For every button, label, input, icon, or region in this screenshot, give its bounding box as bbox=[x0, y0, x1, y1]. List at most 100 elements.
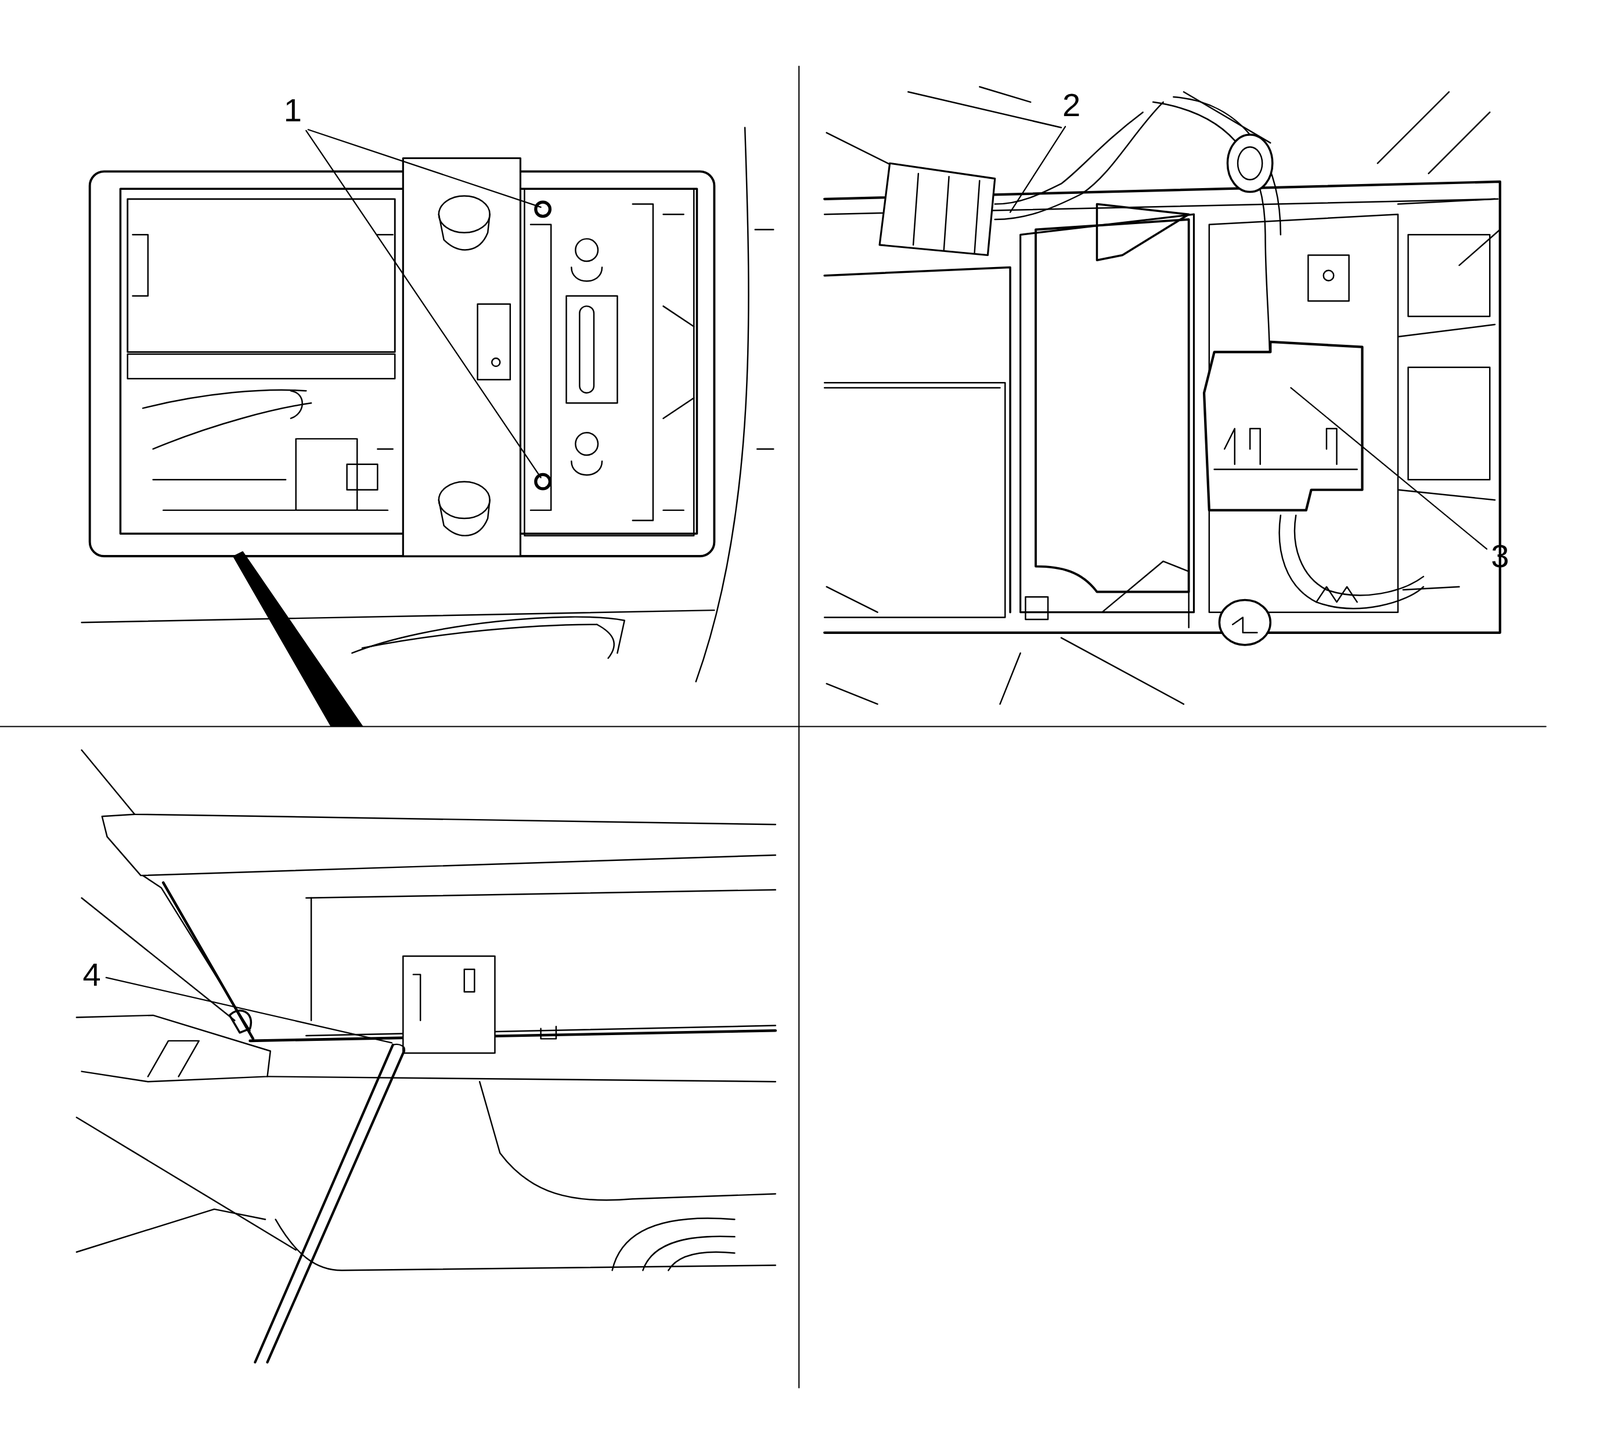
line-art bbox=[308, 129, 542, 208]
line-art bbox=[1403, 586, 1460, 590]
line-art bbox=[89, 171, 715, 557]
line-art bbox=[1408, 234, 1491, 317]
line-art bbox=[81, 750, 776, 825]
line-art bbox=[393, 1044, 405, 1051]
line-art bbox=[305, 889, 776, 899]
line-art bbox=[1224, 428, 1337, 465]
line-art bbox=[491, 358, 500, 367]
line-art bbox=[1173, 96, 1281, 235]
line-art bbox=[1096, 204, 1189, 261]
line-art bbox=[438, 481, 490, 519]
line-art bbox=[305, 130, 541, 478]
line-art bbox=[362, 624, 597, 648]
line-art bbox=[76, 1117, 297, 1250]
line-art bbox=[142, 390, 306, 409]
line-art bbox=[755, 229, 774, 450]
line-art bbox=[1035, 219, 1189, 593]
line-art bbox=[267, 1050, 405, 1362]
line-art bbox=[824, 387, 1000, 389]
line-art bbox=[1214, 468, 1358, 470]
line-art bbox=[1101, 561, 1189, 628]
line-art bbox=[535, 202, 551, 217]
line-art bbox=[824, 382, 1005, 618]
line-art bbox=[1219, 600, 1271, 645]
line-art bbox=[267, 1076, 776, 1082]
line-art bbox=[0, 725, 1547, 727]
line-art bbox=[995, 112, 1144, 204]
line-art bbox=[632, 204, 654, 521]
console-rear-view bbox=[824, 86, 1501, 704]
line-art bbox=[132, 234, 148, 296]
line-art bbox=[571, 461, 603, 476]
line-art bbox=[438, 214, 490, 250]
line-art bbox=[232, 550, 364, 727]
line-art bbox=[1307, 254, 1349, 301]
line-art bbox=[477, 304, 511, 380]
callout-number: 3 bbox=[1490, 539, 1509, 573]
line-art bbox=[163, 882, 254, 1039]
line-art bbox=[571, 267, 603, 282]
line-art bbox=[541, 1026, 557, 1039]
line-art bbox=[464, 969, 475, 993]
line-art bbox=[575, 238, 598, 262]
callout-number: 1 bbox=[283, 94, 302, 127]
line-art bbox=[535, 474, 551, 489]
line-art bbox=[81, 610, 715, 623]
line-art bbox=[296, 438, 358, 511]
line-art bbox=[1323, 270, 1335, 281]
roof-console-view bbox=[81, 127, 774, 727]
line-art bbox=[153, 402, 312, 449]
line-art bbox=[1408, 367, 1491, 480]
line-art bbox=[1025, 596, 1048, 620]
line-art bbox=[566, 296, 618, 404]
line-art bbox=[102, 814, 776, 876]
line-art bbox=[275, 1219, 776, 1271]
line-art bbox=[1279, 515, 1424, 609]
line-art bbox=[402, 956, 495, 1054]
line-art bbox=[351, 617, 625, 654]
line-art bbox=[153, 479, 388, 511]
line-art bbox=[290, 390, 303, 418]
line-art bbox=[575, 432, 598, 456]
line-art bbox=[127, 354, 396, 379]
line-art bbox=[402, 158, 521, 557]
line-art bbox=[1204, 341, 1362, 511]
line-art bbox=[1227, 134, 1272, 192]
line-art bbox=[106, 977, 392, 1043]
line-art bbox=[824, 267, 1011, 613]
line-art bbox=[1294, 515, 1424, 596]
callout-number: 4 bbox=[83, 958, 102, 992]
panel-dividers bbox=[0, 66, 1547, 1388]
line-art bbox=[347, 464, 378, 490]
line-art bbox=[524, 188, 694, 536]
line-art bbox=[377, 234, 393, 449]
line-art bbox=[229, 1010, 251, 1033]
line-art bbox=[1232, 617, 1257, 633]
line-art bbox=[413, 974, 421, 1021]
line-art bbox=[913, 173, 980, 254]
line-art bbox=[879, 163, 996, 255]
line-art bbox=[907, 86, 1500, 266]
callout-number: 2 bbox=[1062, 88, 1081, 122]
line-art bbox=[438, 499, 490, 536]
line-art bbox=[1316, 586, 1357, 603]
line-art bbox=[596, 624, 615, 659]
line-art bbox=[612, 1217, 735, 1271]
line-art bbox=[798, 66, 800, 1388]
line-art bbox=[310, 898, 312, 1021]
line-art bbox=[1010, 126, 1066, 213]
line-art bbox=[148, 1040, 200, 1077]
line-art bbox=[479, 1081, 776, 1200]
line-art bbox=[579, 305, 594, 393]
line-art bbox=[438, 196, 490, 233]
line-art bbox=[662, 214, 694, 511]
line-art bbox=[1290, 387, 1487, 550]
line-art bbox=[1020, 214, 1195, 612]
leader-lines bbox=[106, 126, 1487, 1043]
line-art bbox=[127, 199, 396, 353]
line-art bbox=[76, 1015, 271, 1082]
line-art bbox=[76, 1209, 266, 1253]
line-art bbox=[1397, 199, 1495, 501]
